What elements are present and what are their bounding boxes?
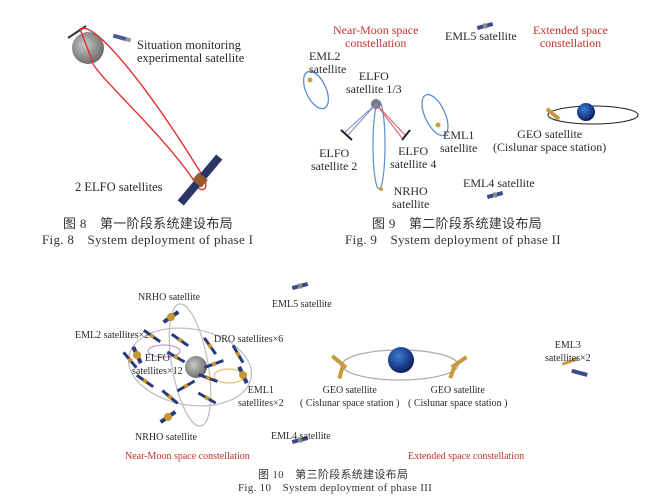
- fig10-nrho-bottom-label: NRHO satellite: [135, 432, 197, 443]
- label-line: GEO satellite: [430, 385, 485, 396]
- eml4-satellite-icon: [486, 190, 504, 200]
- fig9-elfo2-label: ELFO satellite 2: [311, 147, 357, 173]
- label-line: EML2: [309, 49, 341, 63]
- label-line: Extended space: [533, 23, 608, 37]
- fig9-extended-label: Extended space constellation: [533, 24, 608, 50]
- label-line: experimental satellite: [137, 51, 245, 65]
- fig8-caption-en: Fig. 8 System deployment of phase I: [42, 232, 254, 247]
- geo-satellite-icon: [545, 107, 561, 121]
- moon-icon: [185, 356, 207, 378]
- label-line: satellites×2: [238, 398, 284, 409]
- fig9-drawing: [302, 21, 639, 200]
- earth-icon: [577, 103, 595, 121]
- fig10-eml1-label: EML1 satellites×2: [238, 384, 284, 410]
- label-line: EML3: [554, 340, 581, 351]
- eml2-satellite-icon: [307, 77, 313, 83]
- fig10-geo-left-label: GEO satellite ( Cislunar space station ): [300, 384, 399, 410]
- label-line: constellation: [345, 36, 407, 50]
- earth-icon: [388, 347, 414, 373]
- fig10-caption-cn: 图 10 第三阶段系统建设布局: [258, 469, 409, 481]
- label-line: satellites×12: [132, 366, 183, 377]
- fig10-nrho-top-label: NRHO satellite: [138, 292, 200, 303]
- nrho-orbit: [372, 100, 386, 190]
- fig9-geo-label: GEO satellite (Cislunar space station): [493, 128, 606, 154]
- nrho-bottom-satellite-icon: [159, 410, 177, 424]
- fig10-eml4-label: EML4 satellite: [271, 431, 331, 442]
- fig10-extended-label: Extended space constellation: [408, 451, 525, 462]
- fig9-eml5-label: EML5 satellite: [445, 29, 517, 43]
- label-line: Near-Moon space: [333, 23, 419, 37]
- label-line: GEO satellite: [517, 127, 583, 141]
- geo-orbit: [547, 105, 639, 125]
- fig10-dro-label: DRO satellites×6: [214, 334, 284, 345]
- label-line: ELFO: [144, 353, 170, 364]
- elfo-orbit-red: [79, 27, 207, 191]
- label-line: satellite: [392, 197, 430, 211]
- label-line: satellites×2: [545, 353, 591, 364]
- label-line: GEO satellite: [322, 385, 377, 396]
- fig9-elfo4-label: ELFO satellite 4: [390, 145, 436, 171]
- eml1-satellite-icon: [237, 365, 249, 385]
- geo-right-satellite-icon: [448, 355, 468, 379]
- fig10-near-moon-label: Near-Moon space constellation: [125, 451, 250, 462]
- eml3-satellite-icon: [561, 357, 588, 377]
- elfo2-satellite-icon: [340, 129, 353, 141]
- elfo2-orbit: [343, 103, 377, 136]
- geo-left-satellite-icon: [330, 354, 348, 380]
- nrho-top-satellite-icon: [162, 310, 180, 324]
- fig8-caption-cn: 图 8 第一阶段系统建设布局: [63, 216, 233, 231]
- label-line: Situation monitoring: [137, 38, 241, 52]
- label-line: EML1: [442, 128, 475, 142]
- eml5-satellite-icon: [291, 281, 309, 291]
- label-line: (Cislunar space station): [493, 140, 607, 154]
- fig9-eml2-label: EML2 satellite: [309, 50, 346, 76]
- eml2-satellite-icon: [131, 345, 143, 365]
- label-line: satellite: [309, 62, 347, 76]
- label-line: satellite: [440, 141, 478, 155]
- nrho-orbit: [168, 303, 212, 427]
- fig10-drawing: [120, 281, 588, 445]
- fig10-geo-right-label: GEO satellite ( Cislunar space station ): [408, 384, 507, 410]
- label-line: constellation: [539, 36, 602, 50]
- label-line: EML1: [247, 385, 274, 396]
- fig9-near-moon-label: Near-Moon space constellation: [333, 24, 418, 50]
- eml2-orbit: [147, 344, 181, 358]
- label-line: ELFO: [398, 144, 429, 158]
- label-line: NRHO: [393, 184, 428, 198]
- fig10-eml3-label: EML3 satellites×2: [545, 339, 591, 365]
- fig9-nrho-label: NRHO satellite: [392, 185, 429, 211]
- fig8-monitor-label: Situation monitoring experimental satell…: [137, 39, 244, 65]
- eml2-orbit: [302, 70, 330, 110]
- label-line: ELFO: [358, 69, 389, 83]
- fig9-eml1-label: EML1 satellite: [440, 129, 477, 155]
- fig8-drawing: [67, 25, 223, 206]
- eml1-orbit: [421, 93, 449, 137]
- fig10-elfo-label: ELFO satellites×12: [132, 352, 183, 378]
- label-line: satellite 2: [311, 159, 358, 173]
- fig9-caption-en: Fig. 9 System deployment of phase II: [345, 232, 561, 247]
- label-line: ELFO: [319, 146, 350, 160]
- fig10-caption-en: Fig. 10 System deployment of phase III: [238, 482, 433, 494]
- small-satellite-icon: [112, 33, 132, 43]
- eml1-satellite-icon: [435, 122, 441, 128]
- label-line: ( Cislunar space station ): [300, 398, 400, 409]
- elfo4-orbit: [375, 103, 407, 139]
- label-line: ( Cislunar space station ): [408, 398, 508, 409]
- label-line: satellite 4: [390, 157, 437, 171]
- fig9-eml4-label: EML4 satellite: [463, 176, 535, 190]
- fig10-eml2-label: EML2 satellites×2: [75, 330, 150, 341]
- fig8-elfo-label: 2 ELFO satellites: [75, 180, 163, 194]
- elfo-satellite-icon: [177, 154, 223, 206]
- fig10-eml5-label: EML5 satellite: [272, 299, 332, 310]
- label-line: satellite 1/3: [346, 82, 402, 96]
- fig9-caption-cn: 图 9 第二阶段系统建设布局: [372, 216, 542, 231]
- nrho-satellite-icon: [379, 187, 383, 191]
- fig9-elfo13-label: ELFO satellite 1/3: [346, 70, 402, 96]
- elfo4-satellite-icon: [401, 129, 411, 141]
- dro-orbit: [127, 327, 253, 407]
